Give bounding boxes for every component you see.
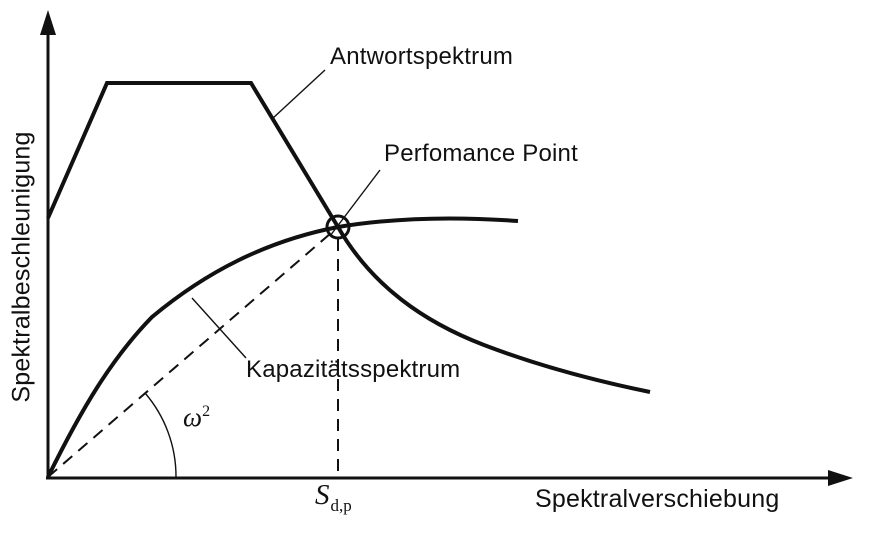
sdp-symbol: S (315, 479, 330, 511)
y-axis-arrowhead-icon (40, 10, 56, 35)
response-spectrum-curve (46, 81, 651, 394)
response-spectrum-label: Antwortspektrum (330, 43, 514, 70)
sdp-subscript: d,p (330, 495, 352, 515)
omega-exponent: 2 (202, 403, 211, 420)
capacity-spectrum-curve (46, 216, 519, 478)
response-spectrum-leader-line (271, 69, 326, 120)
x-axis-arrowhead-icon (828, 470, 853, 486)
capacity-spectrum-leader-line (191, 297, 247, 359)
x-axis-label: Spektralverschiebung (535, 485, 780, 513)
omega-angle-arc (144, 392, 177, 478)
performance-point-label: Perfomance Point (384, 140, 578, 167)
performance-point-marker (325, 214, 351, 240)
y-axis-label: Spektralbeschleunigung (7, 131, 36, 403)
omega-squared-label: ω2 (183, 402, 210, 433)
capacity-spectrum-label: Kapazitätsspektrum (246, 356, 461, 383)
omega-symbol: ω (183, 402, 203, 432)
secant-dashed-line (47, 226, 339, 478)
sdp-label: Sd,p (315, 479, 352, 515)
performance-point-leader-line (329, 169, 381, 237)
